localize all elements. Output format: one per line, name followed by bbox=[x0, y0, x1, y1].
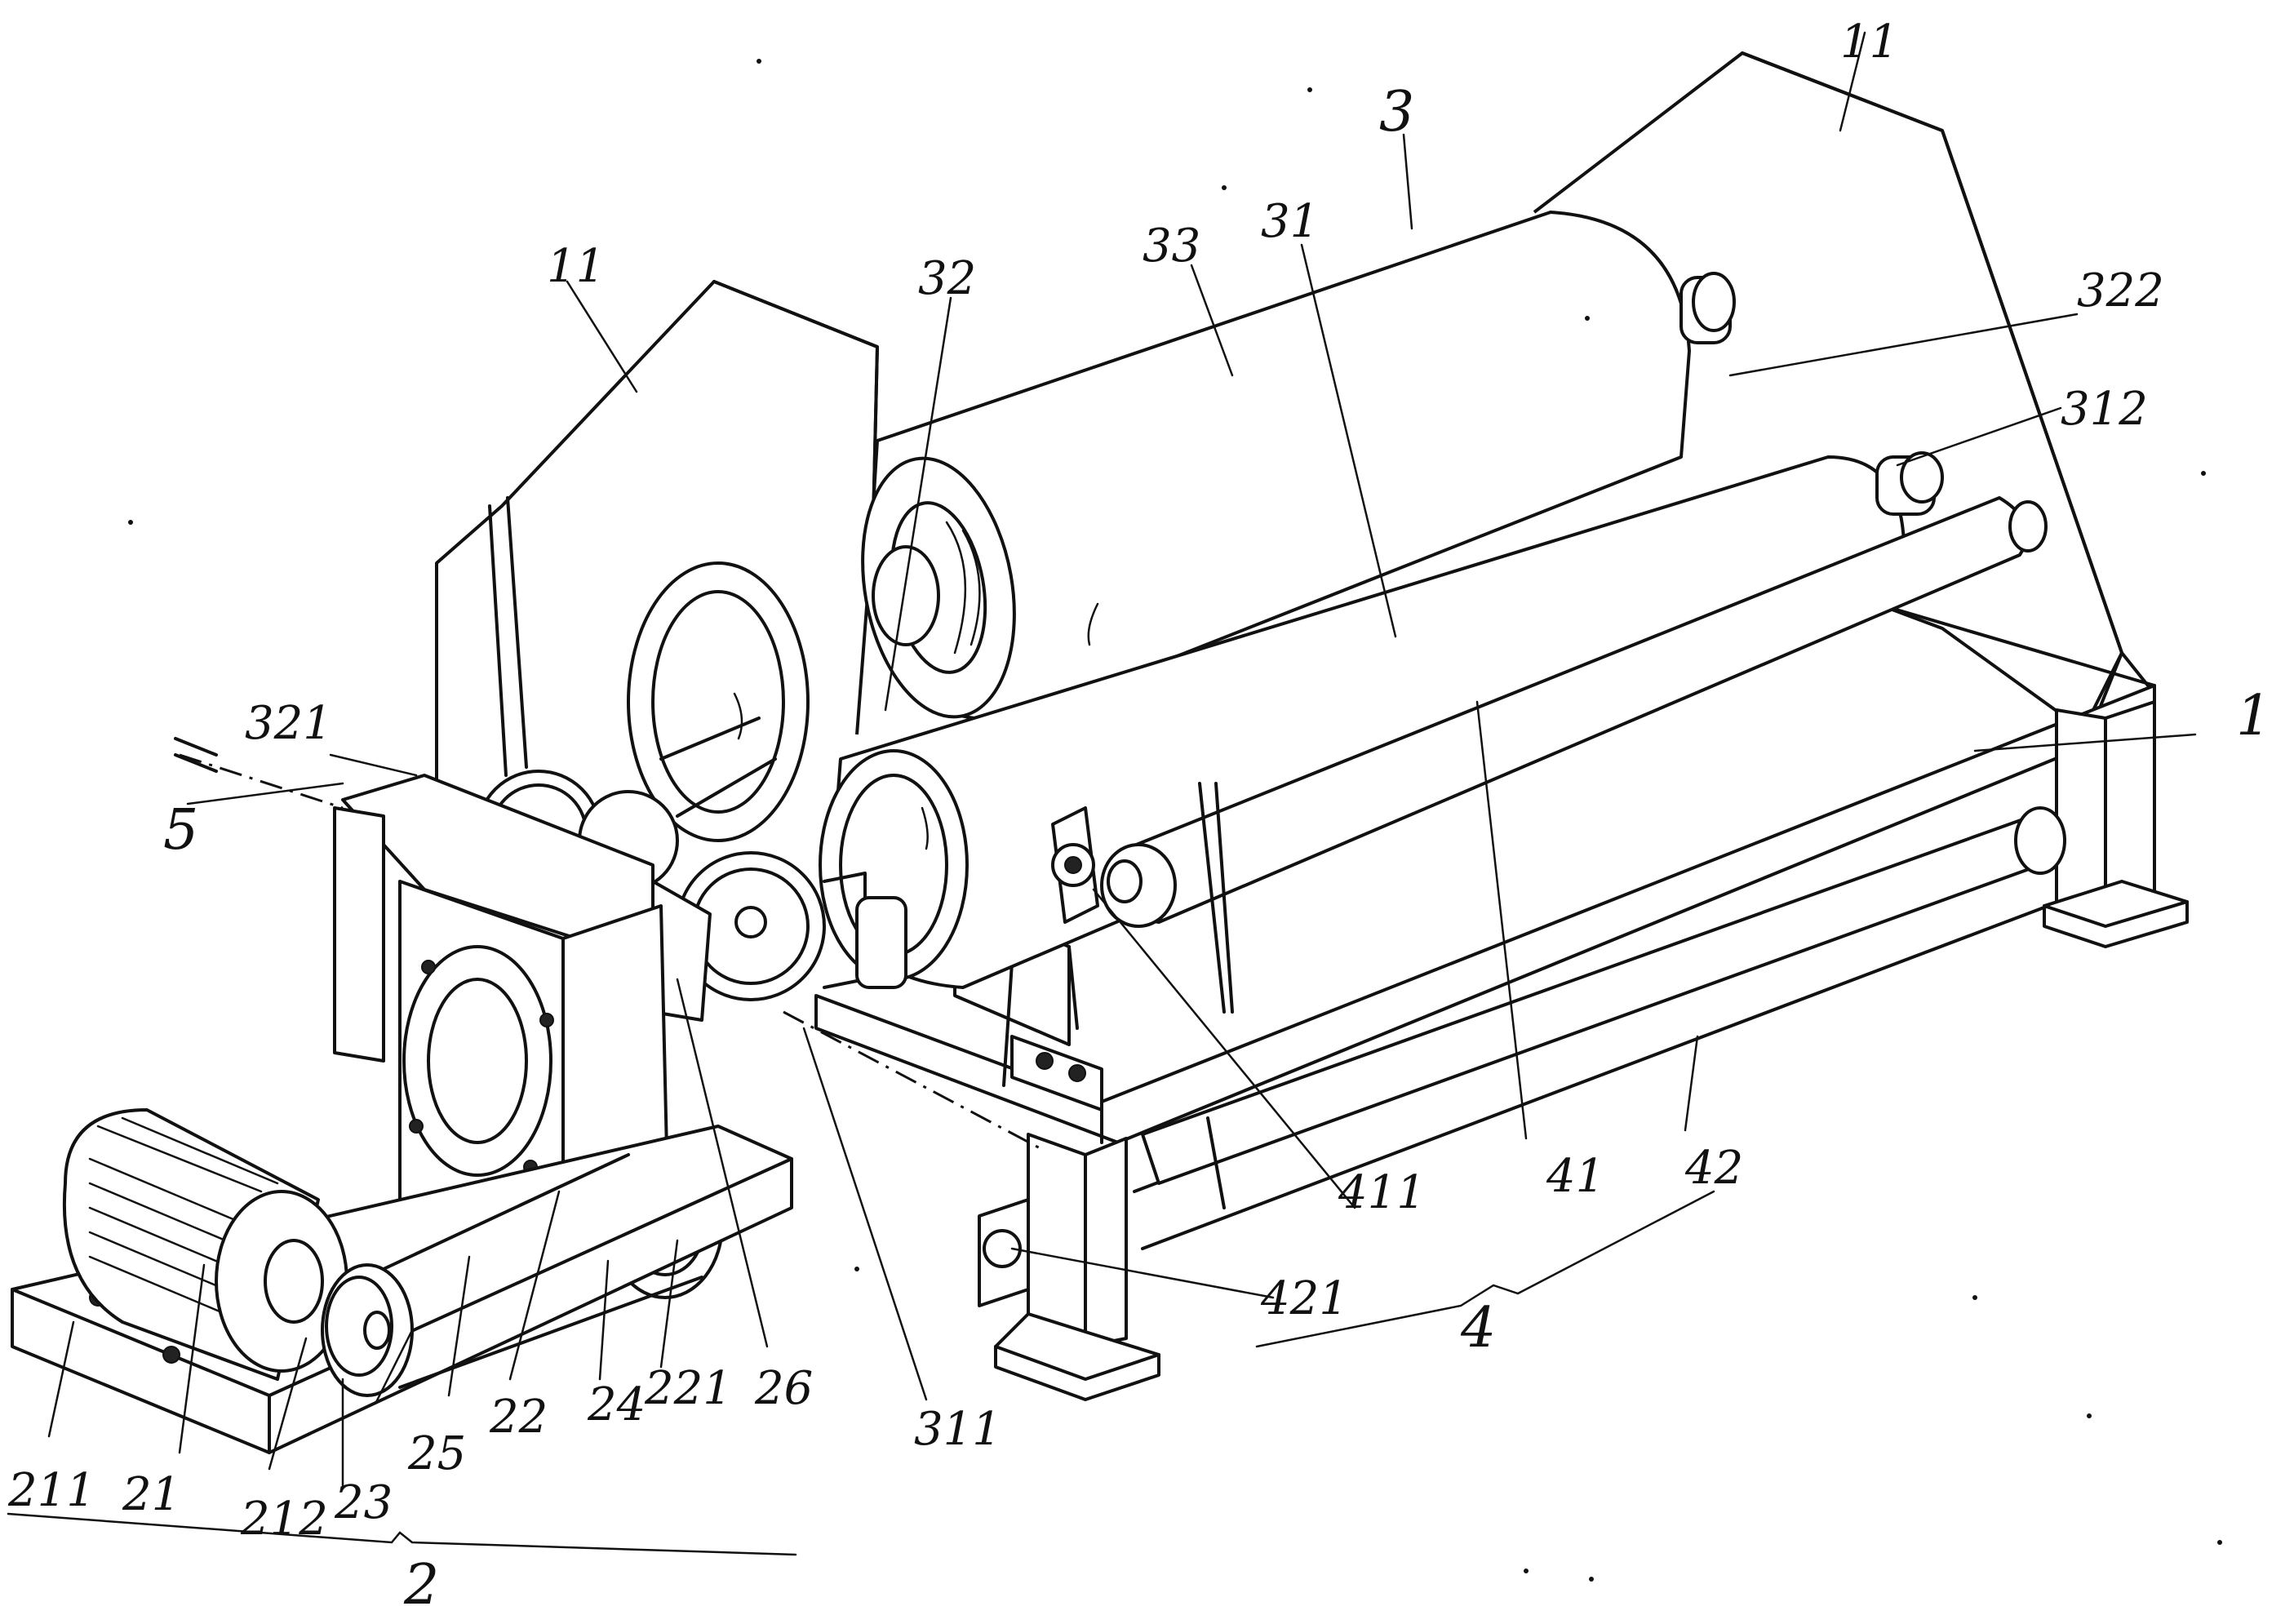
label-312: 312 bbox=[2061, 383, 2148, 436]
label-322: 322 bbox=[2077, 264, 2164, 317]
label-3: 3 bbox=[1379, 80, 1414, 144]
label-41: 41 bbox=[1546, 1150, 1604, 1203]
label-411: 411 bbox=[1338, 1166, 1426, 1219]
label-421: 421 bbox=[1260, 1272, 1348, 1325]
label-2: 2 bbox=[403, 1553, 439, 1617]
label-212: 212 bbox=[240, 1493, 328, 1546]
label-22: 22 bbox=[489, 1391, 548, 1444]
label-311: 311 bbox=[914, 1403, 1001, 1456]
label-26: 26 bbox=[754, 1362, 813, 1415]
label-211: 211 bbox=[7, 1464, 95, 1517]
label-221: 221 bbox=[644, 1362, 732, 1415]
label-31: 31 bbox=[1261, 195, 1319, 248]
label-11-left: 11 bbox=[547, 240, 605, 293]
label-5: 5 bbox=[163, 798, 198, 863]
label-32: 32 bbox=[918, 252, 976, 305]
label-1: 1 bbox=[2236, 684, 2271, 748]
label-4: 4 bbox=[1460, 1296, 1496, 1360]
label-321: 321 bbox=[245, 697, 332, 750]
label-23: 23 bbox=[334, 1476, 393, 1529]
label-33: 33 bbox=[1143, 220, 1200, 273]
label-25: 25 bbox=[407, 1427, 466, 1480]
label-42: 42 bbox=[1684, 1142, 1743, 1195]
label-21: 21 bbox=[122, 1468, 180, 1521]
label-24: 24 bbox=[587, 1378, 646, 1431]
label-11-right: 11 bbox=[1840, 16, 1898, 69]
